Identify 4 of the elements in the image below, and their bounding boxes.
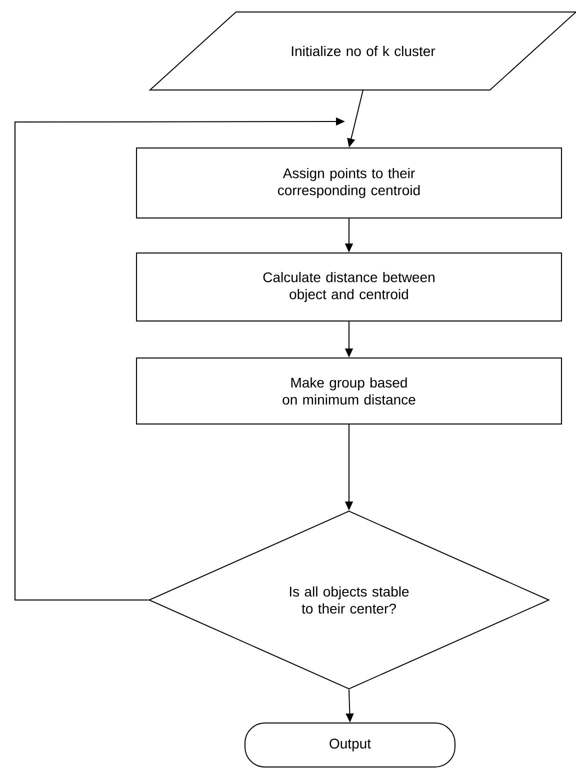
terminal-box: Output [244, 722, 456, 768]
process-box: Calculate distance between object and centroid [136, 252, 562, 322]
process-box: Make group based on minimum distance [136, 358, 562, 424]
process-box: Assign points to their corresponding centroid [136, 148, 562, 218]
